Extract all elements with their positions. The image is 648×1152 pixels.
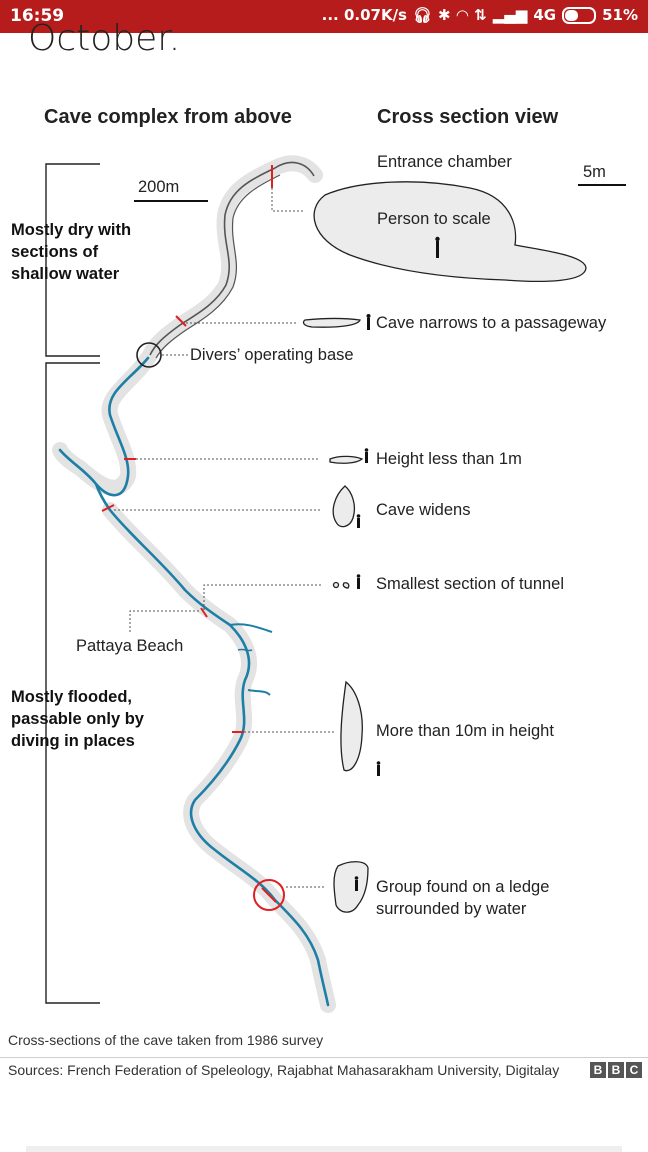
section-markers xyxy=(101,165,273,733)
ledge-section xyxy=(333,861,369,913)
smallest-section-b xyxy=(342,582,350,589)
group-found-label: Group found on a ledge surrounded by wat… xyxy=(376,878,550,918)
widens-section xyxy=(332,485,356,528)
divers-base-marker xyxy=(136,342,162,368)
network-speed: ... 0.07K/s xyxy=(321,6,407,24)
smallest-section-a xyxy=(332,581,340,589)
sources-text: Sources: French Federation of Speleology… xyxy=(8,1062,560,1078)
group-found-marker xyxy=(253,879,285,911)
entrance-chamber-section xyxy=(313,181,587,283)
cave-widens-label: Cave widens xyxy=(376,501,471,519)
height-less-label: Height less than 1m xyxy=(376,450,522,468)
zone-flooded-label: Mostly flooded, passable only by diving … xyxy=(11,688,144,750)
water-passage xyxy=(58,356,330,1007)
bluetooth-icon: ✱ xyxy=(438,6,451,24)
status-bar: 16:59 ... 0.07K/s 🎧︎ ✱ ◠ ⇅ ▂▄▆ 4G 51% xyxy=(0,0,648,33)
entrance-chamber-label: Entrance chamber xyxy=(377,153,512,171)
zone-brackets xyxy=(45,163,100,1004)
bottom-placeholder-bar xyxy=(26,1146,622,1152)
tall-section-label: More than 10m in height xyxy=(376,722,554,740)
divider xyxy=(0,1057,648,1058)
leader-lines xyxy=(114,188,336,888)
zone-dry-label: Mostly dry with sections of shallow wate… xyxy=(11,221,132,283)
battery-icon xyxy=(562,6,597,24)
status-icons: ... 0.07K/s 🎧︎ ✱ ◠ ⇅ ▂▄▆ 4G 51% xyxy=(322,6,638,24)
height-less-section xyxy=(329,455,364,464)
cave-map-graphic xyxy=(45,155,626,1013)
divers-base-label: Divers’ operating base xyxy=(190,346,354,364)
narrows-label: Cave narrows to a passageway xyxy=(376,314,607,332)
heading-cross-section: Cross section view xyxy=(377,106,559,128)
dry-passage xyxy=(149,161,315,356)
person-figures xyxy=(354,236,440,891)
pattaya-beach-label: Pattaya Beach xyxy=(76,637,184,655)
narrows-section xyxy=(302,317,361,328)
headphones-icon: 🎧︎ xyxy=(412,6,433,24)
smallest-section-label: Smallest section of tunnel xyxy=(376,575,565,593)
wifi-icon: ◠ xyxy=(456,6,469,24)
cross-sections xyxy=(302,181,587,913)
graphic-caption: Cross-sections of the cave taken from 19… xyxy=(8,1032,324,1048)
person-scale-label: Person to scale xyxy=(377,210,491,228)
cave-halo xyxy=(52,160,336,1013)
data-transfer-icon: ⇅ xyxy=(474,6,487,24)
status-time: 16:59 xyxy=(10,6,65,26)
battery-level: 51% xyxy=(602,6,638,24)
heading-above-view: Cave complex from above xyxy=(44,106,292,128)
network-type: 4G xyxy=(533,6,557,24)
article-cut-text: October. xyxy=(28,18,181,59)
tall-section xyxy=(340,680,363,772)
signal-icon: ▂▄▆ xyxy=(492,6,528,24)
scale-cross-label: 5m xyxy=(583,163,606,181)
scale-map-label: 200m xyxy=(138,178,180,196)
